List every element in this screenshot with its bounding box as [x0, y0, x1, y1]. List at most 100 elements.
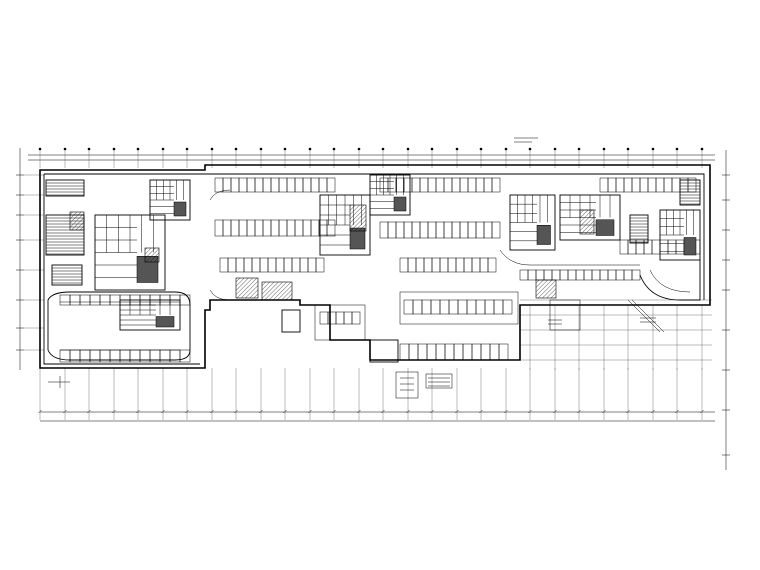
parking-stall: [326, 177, 336, 193]
parking-stall: [403, 177, 413, 193]
parking-stall: [294, 219, 304, 237]
parking-stall: [475, 299, 486, 315]
parking-stall: [395, 221, 405, 239]
parking-stall: [262, 177, 272, 193]
parking-stall: [319, 311, 329, 325]
parking-stall: [491, 177, 501, 193]
parking-stall: [412, 299, 423, 315]
stairwells: [45, 179, 701, 286]
parking-stall: [591, 269, 601, 281]
parking-stall: [502, 299, 513, 315]
parking-stall: [246, 219, 256, 237]
parking-stall: [583, 269, 593, 281]
grid-bubble-top: [63, 147, 67, 151]
parking-stall: [489, 343, 500, 361]
grid-bubble-top: [602, 147, 606, 151]
grid-bubble-top: [259, 147, 263, 151]
parking-stall: [483, 221, 493, 239]
core-fill: [595, 219, 615, 236]
parking-stall: [435, 221, 445, 239]
parking-stall: [551, 269, 561, 281]
core-fill: [393, 196, 407, 212]
grid-bubble-top: [357, 147, 361, 151]
parking-stall: [567, 269, 577, 281]
parking-stall: [411, 177, 421, 193]
parking-stall: [619, 239, 629, 255]
core-fill: [155, 316, 175, 328]
parking-stall: [435, 177, 445, 193]
parking-stall: [491, 221, 501, 239]
grid-bubble-top: [381, 147, 385, 151]
parking-stall: [415, 257, 425, 273]
parking-stall: [254, 177, 264, 193]
parking-stall: [214, 177, 224, 193]
parking-stall: [475, 221, 485, 239]
parking-stall: [302, 219, 312, 237]
grid-bubble-top: [87, 147, 91, 151]
grid-bubble-top: [675, 147, 679, 151]
parking-stall: [498, 343, 509, 361]
parking-stall: [379, 221, 389, 239]
parking-stall: [453, 343, 464, 361]
parking-stall: [326, 219, 336, 237]
note-lines: [48, 137, 656, 388]
parking-stall: [459, 177, 469, 193]
drive-aisle-curve: [209, 189, 640, 301]
parking-stall: [671, 177, 681, 193]
parking-stall: [421, 299, 432, 315]
parking-stall: [430, 299, 441, 315]
parking-stall: [484, 299, 495, 315]
parking-stall: [607, 177, 617, 193]
parking-stall: [219, 257, 229, 273]
parking-stall: [459, 221, 469, 239]
parking-stall: [466, 299, 477, 315]
parking-stall: [535, 269, 545, 281]
parking-stall: [426, 343, 437, 361]
grid-bubble-top: [332, 147, 336, 151]
parking-stall: [179, 349, 191, 363]
parking-stall: [299, 257, 309, 273]
parking-stall: [238, 177, 248, 193]
parking-stall: [575, 269, 585, 281]
parking-stall: [387, 177, 397, 193]
parking-stall: [431, 257, 441, 273]
parking-stall: [310, 177, 320, 193]
grid-bubble-top: [136, 147, 140, 151]
ramp-east: [639, 260, 701, 301]
grid-bubble-top: [504, 147, 508, 151]
parking-stall: [443, 221, 453, 239]
parking-stall: [651, 239, 661, 255]
parking-stall: [623, 177, 633, 193]
grid-bubble-top: [626, 147, 630, 151]
parking-stall: [559, 269, 569, 281]
core-fill: [536, 225, 551, 245]
parking-stall: [79, 294, 91, 306]
parking-stall: [444, 343, 455, 361]
parking-stall: [275, 257, 285, 273]
parking-stall: [302, 177, 312, 193]
parking-stall: [294, 177, 304, 193]
parking-stall: [395, 177, 405, 193]
parking-stall: [179, 294, 191, 306]
parking-stall: [109, 294, 121, 306]
parking-stall: [286, 219, 296, 237]
parking-stall: [283, 257, 293, 273]
parking-stall: [307, 257, 317, 273]
parking-stall: [655, 177, 665, 193]
parking-stall: [435, 343, 446, 361]
grid-bubble-top: [479, 147, 483, 151]
parking-stall: [270, 219, 280, 237]
parking-stall: [447, 257, 457, 273]
parking-stall: [427, 221, 437, 239]
grid-bubble-top: [406, 147, 410, 151]
stair-enclosure: [679, 179, 701, 206]
parking-stall: [408, 343, 419, 361]
parking-stall: [254, 219, 264, 237]
parking-stall: [351, 311, 361, 325]
grid-bubble-top: [455, 147, 459, 151]
core-fill: [683, 237, 697, 256]
parking-stall: [230, 219, 240, 237]
parking-stall: [457, 299, 468, 315]
parking-stall: [663, 177, 673, 193]
grid-bubble-top: [234, 147, 238, 151]
